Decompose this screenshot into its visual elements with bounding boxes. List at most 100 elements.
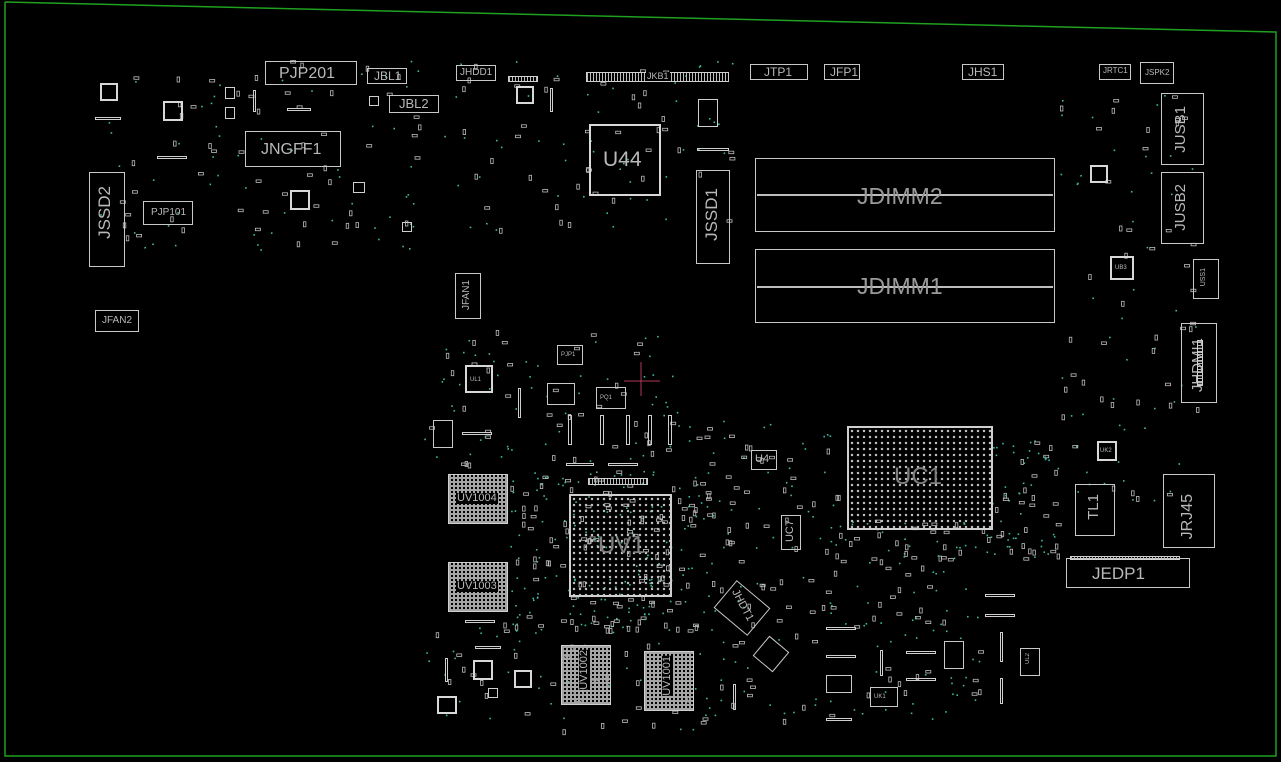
- connector-jfp1[interactable]: [824, 64, 860, 80]
- connector-jbl2[interactable]: [389, 95, 439, 113]
- smd-pad: [503, 629, 510, 633]
- via: [527, 95, 530, 97]
- smd-pad: [825, 548, 829, 555]
- component-pad: [697, 148, 729, 151]
- via: [593, 610, 596, 612]
- via: [740, 585, 742, 588]
- via: [769, 704, 771, 706]
- connector-jspk2[interactable]: [1140, 62, 1174, 84]
- smd-pad: [490, 158, 494, 164]
- ic-pjp1[interactable]: [557, 345, 583, 365]
- smd-pad: [631, 94, 636, 101]
- via: [1154, 347, 1156, 350]
- connector-jusb1[interactable]: [1161, 93, 1204, 165]
- ic-uk2[interactable]: [1097, 441, 1117, 461]
- gpu-uv1[interactable]: [569, 494, 672, 597]
- connector-jfan1[interactable]: [455, 273, 481, 319]
- component-pad: [985, 594, 1015, 597]
- via: [648, 613, 650, 615]
- smd-pad: [176, 76, 181, 83]
- via: [515, 61, 518, 63]
- smd-pad: [131, 190, 138, 194]
- smd-pad: [418, 124, 422, 131]
- ic-small-9[interactable]: [473, 660, 493, 680]
- cpu-uc1[interactable]: [847, 426, 993, 530]
- connector-jssd1[interactable]: [696, 170, 730, 264]
- via: [612, 87, 614, 90]
- connector-jfan2[interactable]: [95, 310, 139, 332]
- component-pad: [518, 388, 521, 418]
- ic-ul1[interactable]: [465, 365, 493, 393]
- ic-small-6[interactable]: [433, 420, 453, 448]
- connector-jrj45[interactable]: [1163, 474, 1215, 548]
- connector-jusb2[interactable]: [1161, 172, 1204, 244]
- ic-ul2[interactable]: [1020, 648, 1040, 676]
- smd-pad: [751, 622, 755, 629]
- smd-pad: [328, 179, 332, 186]
- via: [853, 709, 856, 711]
- smd-pad: [729, 434, 735, 439]
- via: [1150, 172, 1153, 174]
- smd-pad: [321, 132, 327, 137]
- via: [622, 626, 624, 629]
- smd-pad: [921, 565, 925, 572]
- smd-pad: [645, 148, 652, 152]
- smd-pad: [611, 197, 616, 204]
- via: [829, 435, 832, 437]
- via: [469, 226, 472, 229]
- ic-small-11[interactable]: [514, 670, 532, 688]
- smd-pad: [1088, 274, 1092, 281]
- smd-pad: [776, 619, 783, 623]
- label-u44: U44: [603, 148, 642, 171]
- connector-pjp201[interactable]: [265, 61, 357, 85]
- ic-pq-left[interactable]: [547, 383, 575, 405]
- smd-pad: [460, 462, 467, 466]
- via: [689, 426, 691, 428]
- ic-uk1[interactable]: [870, 687, 898, 707]
- via: [209, 183, 212, 186]
- via: [511, 449, 513, 451]
- smd-pad: [672, 710, 679, 714]
- connector-jssd2[interactable]: [89, 172, 125, 267]
- transformer-tl1[interactable]: [1075, 484, 1115, 536]
- smd-pad: [637, 102, 642, 109]
- via: [535, 632, 537, 634]
- ic-u44[interactable]: [589, 124, 661, 196]
- ic-small-7[interactable]: [826, 675, 852, 693]
- connector-jhdmi1[interactable]: [1181, 323, 1217, 403]
- via: [479, 627, 481, 630]
- via: [589, 473, 592, 475]
- smd-pad: [731, 702, 735, 709]
- ic-small-5[interactable]: [1090, 165, 1108, 183]
- ic-ub3[interactable]: [1110, 256, 1134, 280]
- connector-jbl1[interactable]: [367, 68, 407, 84]
- via: [990, 536, 993, 538]
- ic-small-2[interactable]: [163, 101, 183, 121]
- ic-uc7[interactable]: [781, 515, 801, 550]
- ic-small-4[interactable]: [516, 86, 534, 104]
- connector-jhdd1[interactable]: [456, 65, 496, 81]
- smd-pad: [505, 394, 512, 398]
- connector-jhs1[interactable]: [962, 64, 1004, 80]
- smd-pad: [609, 628, 613, 634]
- connector-pjp101[interactable]: [143, 201, 193, 225]
- ic-u4[interactable]: [751, 450, 777, 470]
- ic-small-10[interactable]: [437, 696, 457, 714]
- smd-pad: [1180, 326, 1186, 331]
- smd-pad: [570, 619, 574, 625]
- connector-jtp1[interactable]: [750, 64, 808, 80]
- dimm-slot-jdimm2[interactable]: [755, 158, 1055, 232]
- connector-jngff1[interactable]: [245, 131, 341, 167]
- ic-uss1[interactable]: [1193, 259, 1219, 299]
- component-pad: [668, 415, 672, 445]
- ic-small-1[interactable]: [100, 83, 118, 101]
- ic-pq1[interactable]: [596, 387, 626, 409]
- dimm-slot-jdimm1[interactable]: [755, 249, 1055, 323]
- smd-pad: [556, 423, 563, 428]
- ic-small-3[interactable]: [290, 190, 310, 210]
- label-jbl2: JBL2: [399, 96, 429, 111]
- connector-jrtc1[interactable]: [1099, 64, 1131, 80]
- ic-small-8[interactable]: [944, 641, 964, 669]
